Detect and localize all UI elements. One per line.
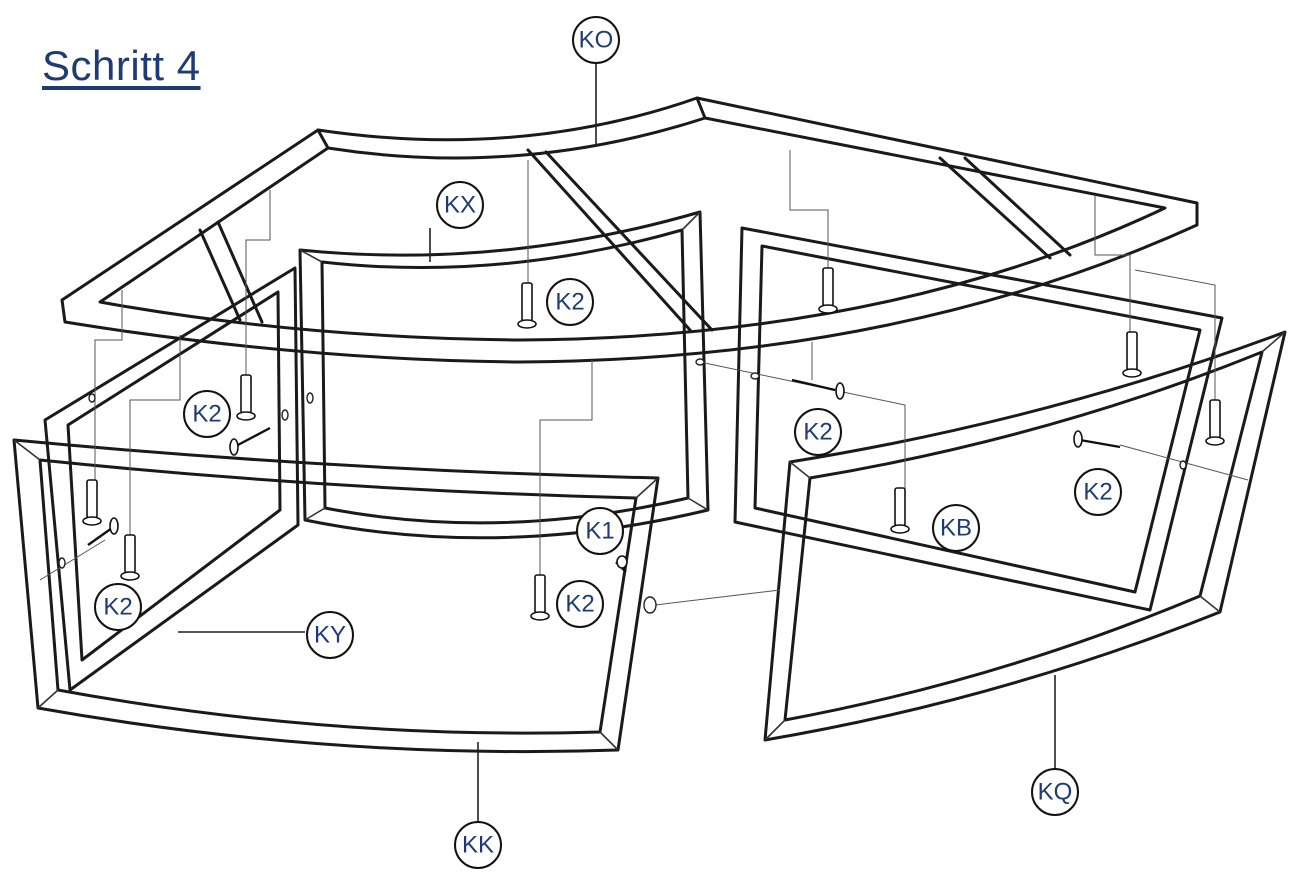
step-title: Schritt 4 — [42, 42, 201, 89]
front-left-frame-kk — [12, 438, 660, 754]
callout-label: K2 — [1083, 479, 1112, 506]
screws — [82, 267, 1225, 621]
callout-k1: K1 — [576, 507, 624, 555]
screw-icon — [229, 426, 271, 456]
screw-icon — [615, 555, 628, 573]
callout-kk: KK — [454, 821, 502, 869]
screw-icon — [1073, 430, 1121, 449]
screw-icon — [890, 487, 910, 534]
screw-icon — [1205, 399, 1225, 446]
callout-k2-front: K2 — [556, 580, 604, 628]
callout-leaders — [178, 62, 1056, 846]
callout-k2-top: K2 — [546, 278, 594, 326]
mounting-holes — [58, 358, 1187, 614]
callout-k2-right-upper: K2 — [794, 408, 842, 456]
callout-label: K1 — [585, 518, 614, 545]
callout-ky: KY — [306, 611, 354, 659]
callout-ko: KO — [572, 16, 620, 64]
screw-icon — [818, 267, 838, 314]
screw-icon — [236, 374, 256, 421]
callout-label: KB — [940, 515, 972, 542]
front-right-frame-kq — [763, 330, 1287, 742]
screw-icon — [120, 534, 140, 581]
left-side-frame — [43, 266, 300, 692]
screw-icon — [791, 378, 845, 400]
callout-label: KY — [314, 622, 346, 649]
callout-kb: KB — [932, 504, 980, 552]
screw-icon — [82, 479, 102, 526]
top-frame-ko — [60, 96, 1199, 364]
right-back-frame-kb — [733, 226, 1224, 612]
callout-label: K2 — [565, 591, 594, 618]
callout-label: K2 — [803, 419, 832, 446]
callout-label: KX — [444, 192, 476, 219]
assembly-guide-lines — [39, 150, 1249, 606]
callout-label: KK — [462, 832, 494, 859]
screw-icon — [87, 517, 119, 546]
callout-label: K2 — [192, 401, 221, 428]
callout-label: K2 — [555, 289, 584, 316]
callout-kq: KQ — [1031, 768, 1079, 816]
screw-icon — [530, 574, 550, 621]
callout-label: K2 — [103, 594, 132, 621]
callout-label: KO — [579, 27, 614, 54]
callout-label: KQ — [1038, 779, 1073, 806]
screw-icon — [1122, 331, 1142, 378]
callout-kx: KX — [436, 181, 484, 229]
callout-k2-right: K2 — [1074, 468, 1122, 516]
screw-icon — [517, 282, 537, 329]
back-frame-kx — [298, 210, 710, 540]
callout-k2-left-lower: K2 — [94, 583, 142, 631]
callout-k2-left-upper: K2 — [183, 390, 231, 438]
